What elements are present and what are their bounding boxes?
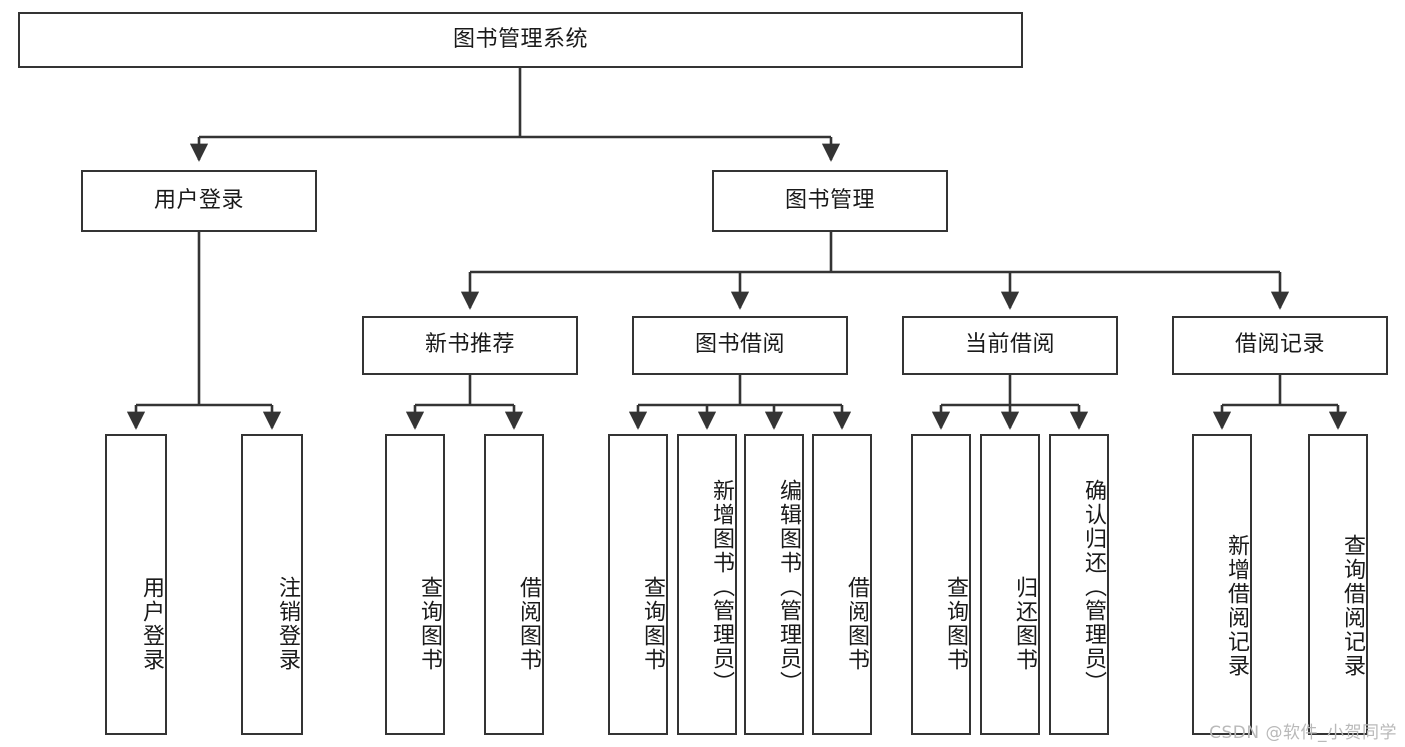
node-label: 查询图书 xyxy=(417,575,442,672)
node-user-login[interactable]: 用户登录 xyxy=(81,170,317,232)
node-current-borrow[interactable]: 当前借阅 xyxy=(902,316,1118,375)
node-leaf-query-borrow-record[interactable]: 查询借阅记录 xyxy=(1308,434,1368,735)
node-new-book-recommend[interactable]: 新书推荐 xyxy=(362,316,578,375)
node-label: 查询图书 xyxy=(640,575,665,672)
node-label: 注销登录 xyxy=(275,575,300,672)
node-label: 查询借阅记录 xyxy=(1340,533,1365,678)
node-label: 新书推荐 xyxy=(424,332,515,358)
node-leaf-borrow-book[interactable]: 借阅图书 xyxy=(812,434,872,735)
node-label: 归还图书 xyxy=(1012,575,1037,672)
node-leaf-query-book-borrow[interactable]: 查询图书 xyxy=(608,434,668,735)
node-label: 借阅图书 xyxy=(516,575,541,672)
node-label: 确认归还（管理员） xyxy=(1081,478,1106,695)
node-leaf-query-book-current[interactable]: 查询图书 xyxy=(911,434,971,735)
node-leaf-edit-book-admin[interactable]: 编辑图书（管理员） xyxy=(744,434,804,735)
node-book-borrow[interactable]: 图书借阅 xyxy=(632,316,848,375)
node-leaf-query-book-recommend[interactable]: 查询图书 xyxy=(385,434,445,735)
node-label: 新增图书（管理员） xyxy=(709,478,734,695)
node-leaf-borrow-book-recommend[interactable]: 借阅图书 xyxy=(484,434,544,735)
node-label: 编辑图书（管理员） xyxy=(776,478,801,695)
node-label: 图书管理系统 xyxy=(452,26,588,52)
node-label: 借阅记录 xyxy=(1234,332,1325,358)
node-leaf-user-login[interactable]: 用户登录 xyxy=(105,434,167,735)
node-label: 借阅图书 xyxy=(844,575,869,672)
node-borrow-record[interactable]: 借阅记录 xyxy=(1172,316,1388,375)
node-label: 新增借阅记录 xyxy=(1224,533,1249,678)
node-root-system[interactable]: 图书管理系统 xyxy=(18,12,1023,68)
node-label: 用户登录 xyxy=(153,187,244,213)
node-leaf-logout[interactable]: 注销登录 xyxy=(241,434,303,735)
node-label: 用户登录 xyxy=(139,575,164,672)
node-label: 当前借阅 xyxy=(964,332,1055,358)
node-label: 查询图书 xyxy=(943,575,968,672)
node-label: 图书借阅 xyxy=(694,332,785,358)
node-label: 图书管理 xyxy=(784,187,875,213)
node-leaf-confirm-return-admin[interactable]: 确认归还（管理员） xyxy=(1049,434,1109,735)
node-book-management[interactable]: 图书管理 xyxy=(712,170,948,232)
node-leaf-add-borrow-record[interactable]: 新增借阅记录 xyxy=(1192,434,1252,735)
watermark-text: CSDN @软件_小贺同学 xyxy=(1209,723,1397,743)
node-leaf-return-book[interactable]: 归还图书 xyxy=(980,434,1040,735)
node-leaf-add-book-admin[interactable]: 新增图书（管理员） xyxy=(677,434,737,735)
